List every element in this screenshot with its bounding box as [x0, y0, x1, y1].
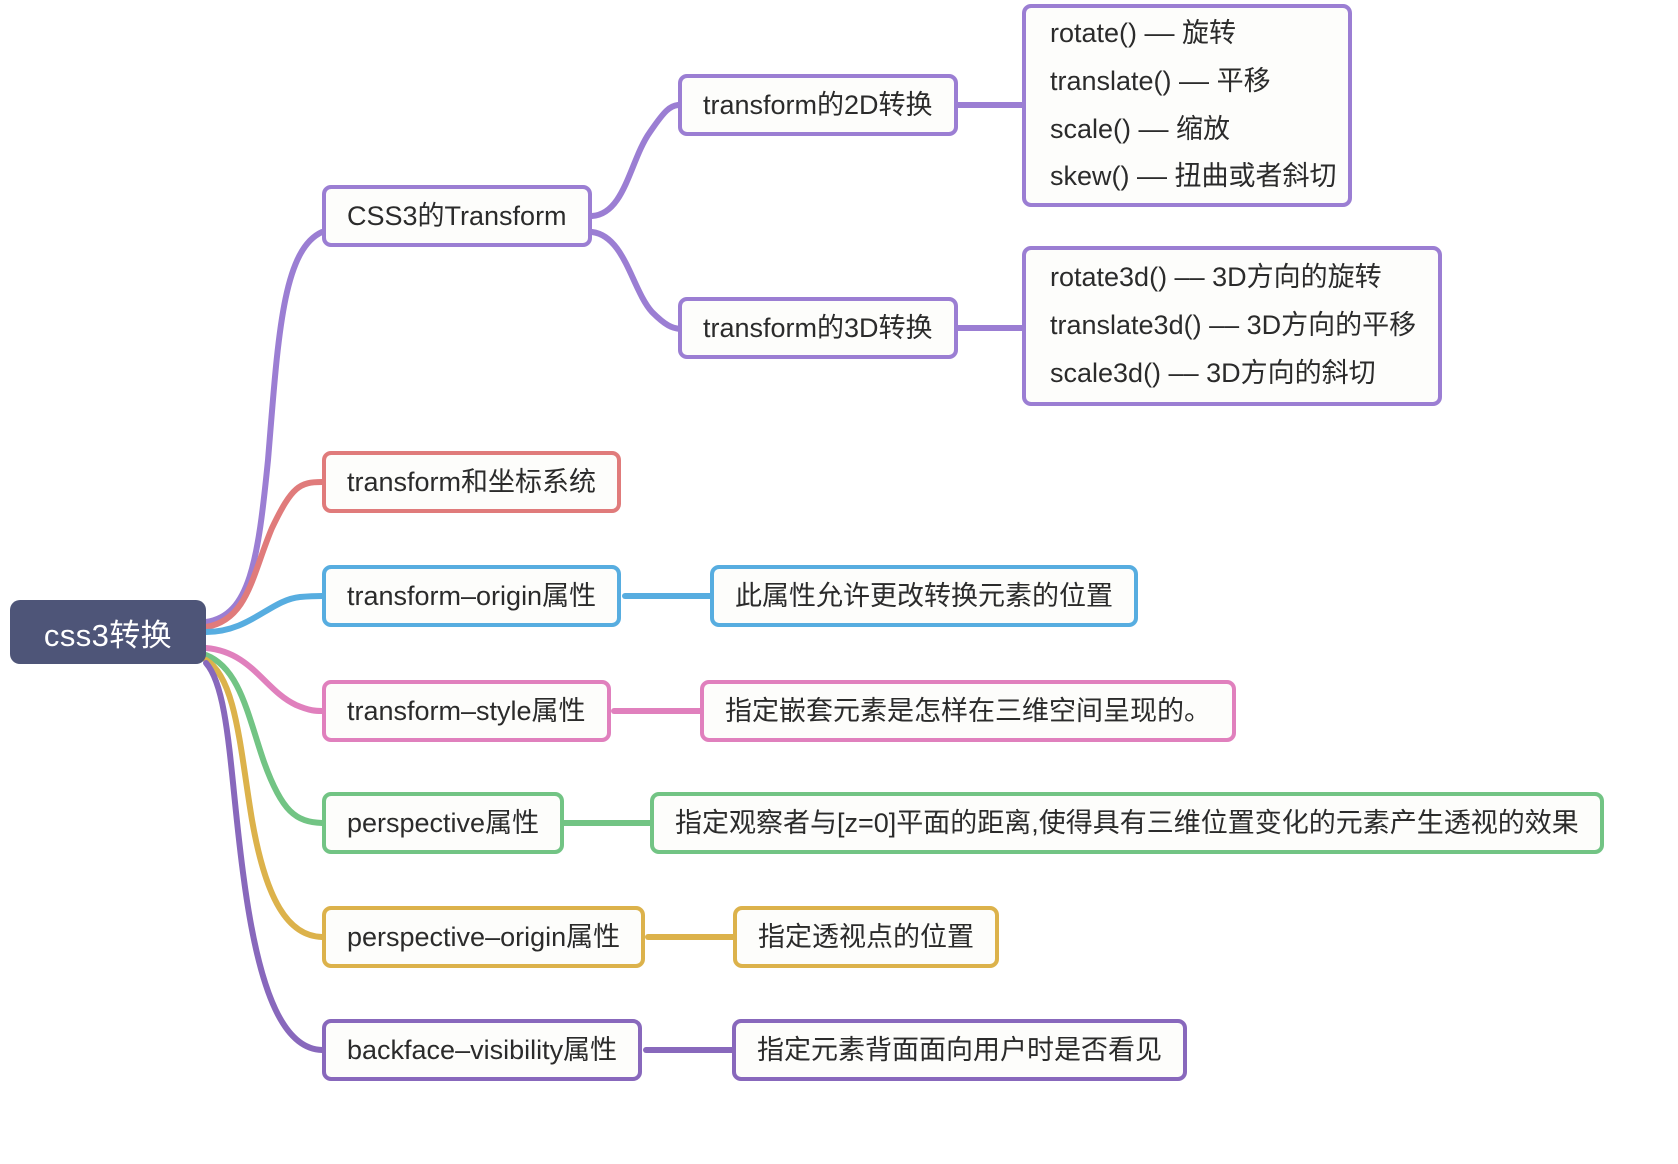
edge-root-to-backface-visibility — [203, 660, 325, 1053]
node-transform-3d-label: transform的3D转换 — [703, 312, 933, 343]
node-backface-visibility[interactable]: backface–visibility属性 — [322, 1019, 643, 1081]
edge-root-to-transform-origin — [203, 593, 325, 635]
node-transform-style-detail-text: 指定嵌套元素是怎样在三维空间呈现的。 — [725, 695, 1211, 726]
node-perspective-origin-label: perspective–origin属性 — [347, 921, 621, 952]
node-transform-style[interactable]: transform–style属性 — [322, 680, 611, 742]
node-transform-style-detail[interactable]: 指定嵌套元素是怎样在三维空间呈现的。 — [700, 680, 1236, 742]
edge-root-to-transform-style — [203, 645, 325, 714]
node-perspective-origin[interactable]: perspective–origin属性 — [322, 906, 646, 968]
edge-transform-to-2d — [589, 102, 681, 219]
root-node-label: css3转换 — [43, 617, 173, 653]
node-transform-3d[interactable]: transform的3D转换 — [678, 297, 958, 359]
node-transform-style-label: transform–style属性 — [347, 695, 586, 726]
node-backface-visibility-detail[interactable]: 指定元素背面面向用户时是否看见 — [732, 1019, 1187, 1081]
edge-root-to-perspective — [203, 652, 325, 826]
node-transform-2d-details[interactable]: rotate() –– 旋转 translate() –– 平移 scale()… — [1022, 4, 1352, 207]
node-css3-transform-label: CSS3的Transform — [347, 200, 567, 231]
node-transform-3d-details[interactable]: rotate3d() –– 3D方向的旋转 translate3d() –– 3… — [1022, 246, 1442, 406]
node-perspective-origin-detail[interactable]: 指定透视点的位置 — [733, 906, 999, 968]
node-perspective[interactable]: perspective属性 — [322, 792, 565, 854]
node-backface-visibility-detail-text: 指定元素背面面向用户时是否看见 — [757, 1034, 1162, 1065]
root-node[interactable]: css3转换 — [10, 600, 206, 664]
edge-root-to-perspective-origin — [203, 657, 325, 940]
node-transform-origin-detail-text: 此属性允许更改转换元素的位置 — [735, 580, 1113, 611]
node-transform-2d-details-text: rotate() –– 旋转 translate() –– 平移 scale()… — [1050, 17, 1337, 192]
node-transform-2d-label: transform的2D转换 — [703, 89, 933, 120]
node-transform-3d-details-text: rotate3d() –– 3D方向的旋转 translate3d() –– 3… — [1050, 262, 1417, 388]
edge-transform-to-3d — [589, 229, 683, 332]
node-coordinate-system-label: transform和坐标系统 — [347, 466, 597, 497]
node-perspective-detail[interactable]: 指定观察者与[z=0]平面的距离,使得具有三维位置变化的元素产生透视的效果 — [650, 792, 1604, 854]
node-css3-transform[interactable]: CSS3的Transform — [322, 185, 592, 247]
node-perspective-detail-text: 指定观察者与[z=0]平面的距离,使得具有三维位置变化的元素产生透视的效果 — [675, 807, 1579, 838]
edge-root-to-transform — [203, 229, 325, 625]
node-transform-origin[interactable]: transform–origin属性 — [322, 565, 622, 627]
edge-root-to-coordinate-system — [203, 479, 325, 630]
node-coordinate-system[interactable]: transform和坐标系统 — [322, 451, 622, 513]
node-perspective-label: perspective属性 — [347, 807, 540, 838]
node-perspective-origin-detail-text: 指定透视点的位置 — [758, 921, 974, 952]
node-transform-2d[interactable]: transform的2D转换 — [678, 74, 958, 136]
node-transform-origin-label: transform–origin属性 — [347, 580, 597, 611]
node-transform-origin-detail[interactable]: 此属性允许更改转换元素的位置 — [710, 565, 1138, 627]
node-backface-visibility-label: backface–visibility属性 — [347, 1034, 618, 1065]
